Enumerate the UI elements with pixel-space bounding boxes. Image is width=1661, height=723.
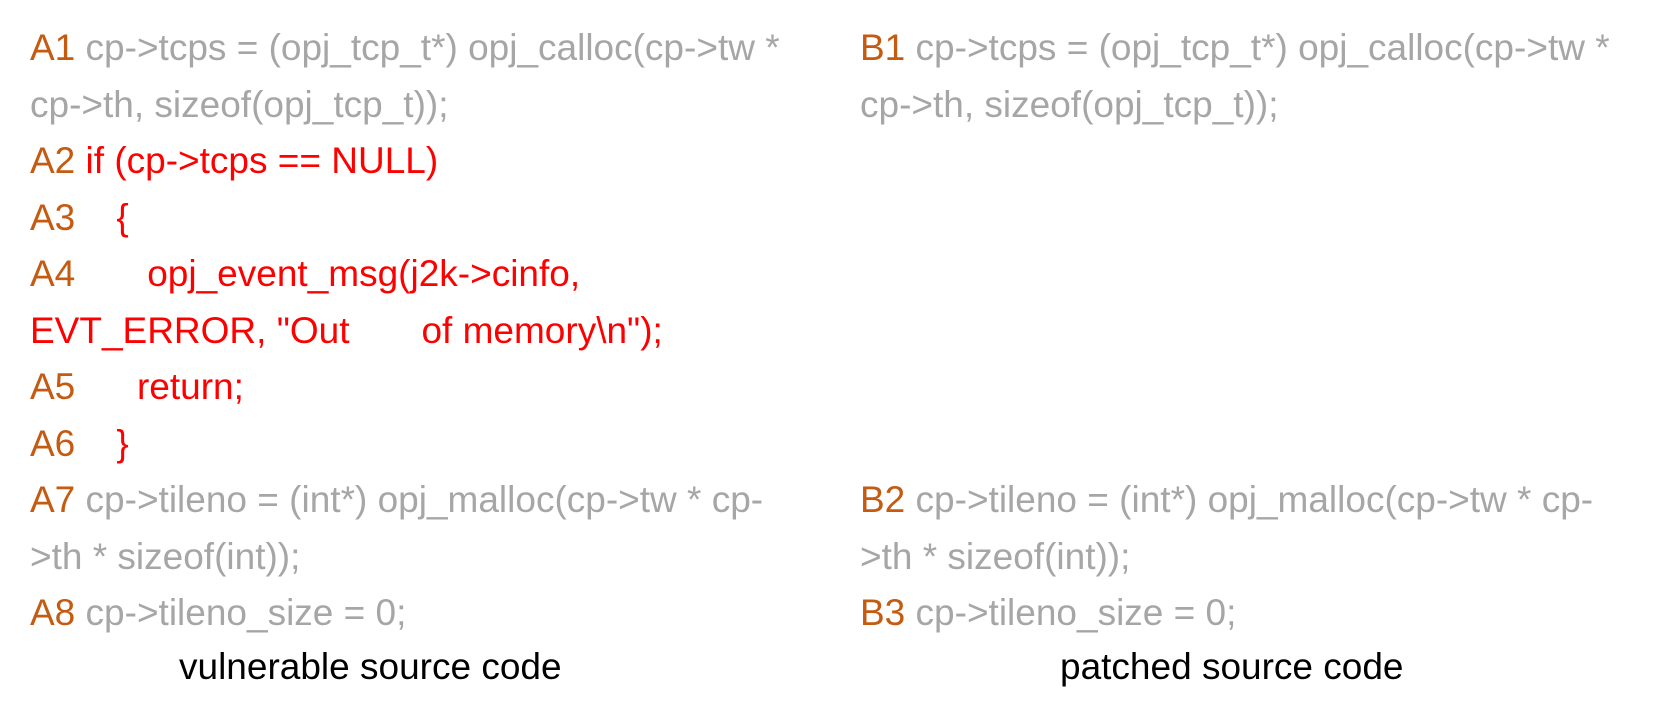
code-text: cp->tileno = (int*) opj_malloc(cp->tw * … (860, 479, 1594, 577)
code-line-a7: A7 cp->tileno = (int*) opj_malloc(cp->tw… (30, 472, 790, 585)
patched-code-panel: B1 cp->tcps = (opj_tcp_t*) opj_calloc(cp… (860, 20, 1620, 642)
line-number: A7 (30, 479, 76, 520)
code-line-b1: B1 cp->tcps = (opj_tcp_t*) opj_calloc(cp… (860, 20, 1620, 133)
code-line-a5: A5 return; (30, 359, 790, 416)
code-line-a1: A1 cp->tcps = (opj_tcp_t*) opj_calloc(cp… (30, 20, 790, 133)
code-text: cp->tileno_size = 0; (75, 592, 407, 633)
patched-caption: patched source code (1060, 646, 1404, 687)
line-number: B2 (860, 479, 906, 520)
line-number: A6 (30, 422, 76, 464)
code-text: opj_event_msg(j2k->cinfo, EVT_ERROR, "Ou… (30, 253, 663, 351)
vulnerable-code-panel: A1 cp->tcps = (opj_tcp_t*) opj_calloc(cp… (30, 20, 790, 642)
code-line-a4: A4 opj_event_msg(j2k->cinfo, EVT_ERROR, … (30, 246, 790, 359)
line-number: A3 (30, 196, 76, 238)
code-text: { (75, 196, 129, 238)
code-text: cp->tcps = (opj_tcp_t*) opj_calloc(cp->t… (30, 27, 790, 125)
code-line-b2: B2 cp->tileno = (int*) opj_malloc(cp->tw… (860, 472, 1620, 585)
line-number: B1 (860, 27, 906, 68)
line-number: A1 (30, 27, 76, 68)
code-line-a8: A8 cp->tileno_size = 0; (30, 585, 790, 642)
vulnerable-caption: vulnerable source code (179, 646, 562, 687)
code-line-a2: A2 if (cp->tcps == NULL) (30, 133, 790, 190)
code-line-a3: A3 { (30, 190, 790, 247)
code-line-b3: B3 cp->tileno_size = 0; (860, 585, 1620, 642)
line-number: A5 (30, 366, 76, 407)
code-text: cp->tcps = (opj_tcp_t*) opj_calloc(cp->t… (860, 27, 1620, 125)
line-number: A2 (30, 140, 76, 181)
code-text: } (75, 422, 129, 464)
code-text: cp->tileno_size = 0; (905, 592, 1237, 633)
line-number: A4 (30, 253, 76, 294)
code-text: if (cp->tcps == NULL) (75, 140, 439, 181)
code-text: return; (75, 366, 244, 407)
code-text: cp->tileno = (int*) opj_malloc(cp->tw * … (30, 479, 764, 577)
line-number: A8 (30, 592, 76, 633)
removed-lines-gap (860, 133, 1620, 472)
code-line-a6: A6 } (30, 416, 790, 473)
line-number: B3 (860, 592, 906, 633)
